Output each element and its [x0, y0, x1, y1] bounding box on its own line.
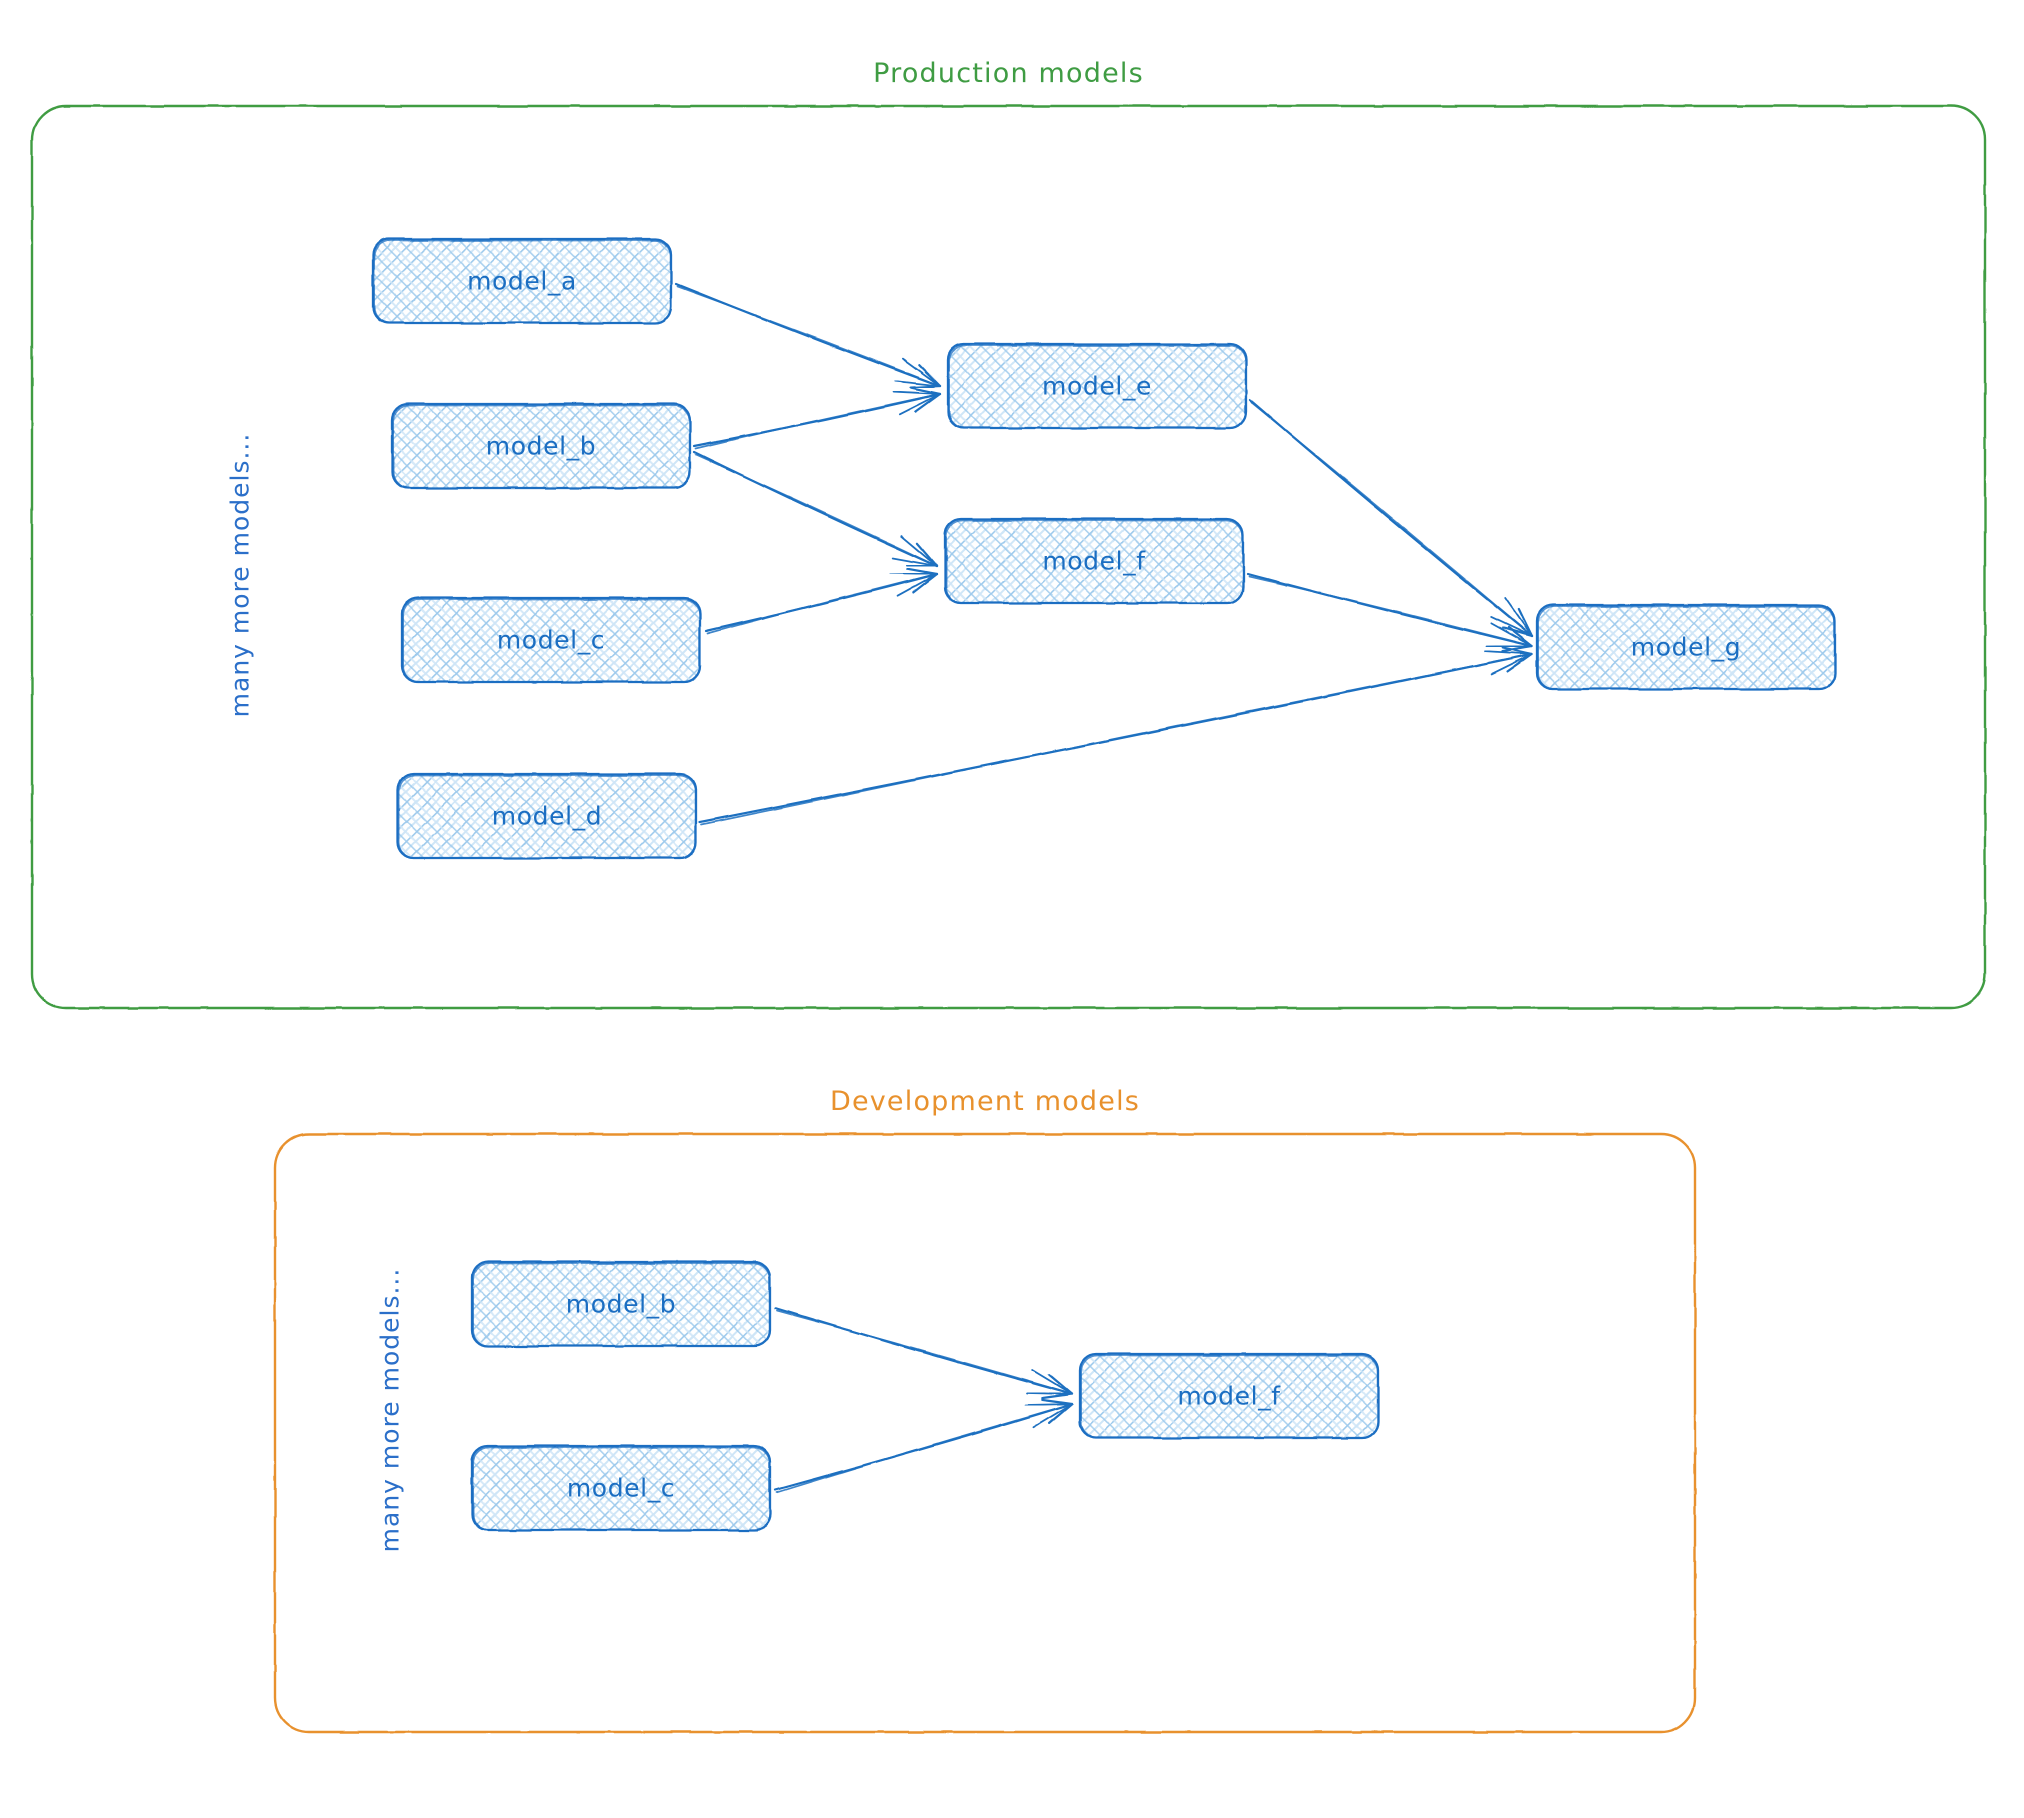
edge-dev-model_c-to-dev-model_f — [773, 1398, 1074, 1494]
node-hit-prod-model_a[interactable] — [373, 239, 671, 323]
side-label-dev-side: many more models... — [375, 1267, 405, 1553]
node-prod-model_e[interactable] — [946, 342, 1248, 430]
node-hit-prod-model_b[interactable] — [392, 404, 690, 488]
edge-prod-model_e-to-prod-model_g — [1248, 398, 1534, 638]
edge-prod-model_a-to-prod-model_e — [674, 282, 942, 389]
node-prod-model_g[interactable] — [1535, 603, 1837, 691]
node-hit-prod-model_f[interactable] — [945, 519, 1243, 603]
group-title-development: Development models — [829, 1086, 1141, 1117]
node-hit-dev-model_c[interactable] — [472, 1446, 770, 1530]
node-hit-prod-model_d[interactable] — [398, 774, 696, 858]
node-dev-model_b[interactable] — [470, 1260, 772, 1348]
edge-prod-model_b-to-prod-model_e — [692, 386, 942, 450]
edge-prod-model_b-to-prod-model_f — [692, 450, 939, 568]
node-dev-model_c[interactable] — [470, 1444, 772, 1532]
node-prod-model_d[interactable] — [396, 772, 698, 860]
node-hit-dev-model_f[interactable] — [1080, 1354, 1378, 1438]
node-hit-prod-model_c[interactable] — [402, 598, 700, 682]
node-dev-model_f[interactable] — [1078, 1352, 1380, 1440]
edge-dev-model_b-to-dev-model_f — [773, 1306, 1074, 1400]
node-hit-prod-model_e[interactable] — [948, 344, 1246, 428]
node-prod-model_f[interactable] — [943, 517, 1245, 605]
node-prod-model_a[interactable] — [371, 237, 673, 325]
edges — [674, 282, 1534, 1494]
group-container-production — [30, 104, 1987, 1010]
node-prod-model_c[interactable] — [400, 596, 702, 684]
group-containers — [30, 104, 1987, 1734]
node-prod-model_b[interactable] — [390, 402, 692, 490]
side-label-prod-side: many more models... — [225, 432, 255, 718]
edge-prod-model_f-to-prod-model_g — [1246, 572, 1534, 653]
group-title-production: Production models — [873, 58, 1144, 89]
node-hit-prod-model_g[interactable] — [1537, 605, 1835, 689]
edge-prod-model_d-to-prod-model_g — [698, 646, 1534, 826]
nodes — [371, 237, 1837, 1532]
edge-prod-model_c-to-prod-model_f — [704, 567, 939, 635]
node-hit-dev-model_b[interactable] — [472, 1262, 770, 1346]
group-container-development — [273, 1132, 1697, 1734]
